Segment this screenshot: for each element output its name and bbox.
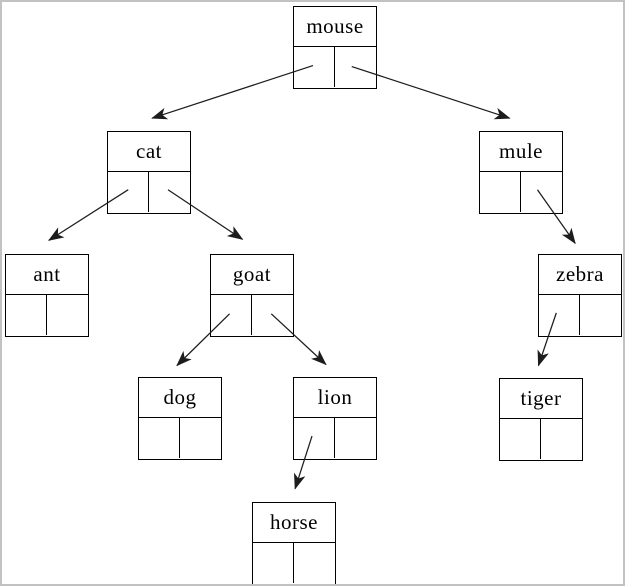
tree-node-lion: lion xyxy=(293,377,377,460)
left-pointer-cell xyxy=(294,418,335,458)
node-pointer-row xyxy=(294,418,376,458)
node-label: cat xyxy=(108,132,190,172)
node-pointer-row xyxy=(480,172,562,212)
left-pointer-cell xyxy=(539,295,580,335)
right-pointer-cell xyxy=(47,295,88,335)
tree-node-mouse: mouse xyxy=(293,6,377,89)
node-label: tiger xyxy=(500,379,582,419)
node-label: lion xyxy=(294,378,376,418)
node-label: goat xyxy=(211,255,293,295)
tree-node-ant: ant xyxy=(5,254,89,337)
node-pointer-row xyxy=(108,172,190,212)
right-pointer-cell xyxy=(180,418,221,458)
left-pointer-cell xyxy=(108,172,149,212)
node-label: ant xyxy=(6,255,88,295)
node-pointer-row xyxy=(500,419,582,459)
node-label: mouse xyxy=(294,7,376,47)
right-pointer-cell xyxy=(335,47,376,87)
right-pointer-cell xyxy=(335,418,376,458)
left-pointer-cell xyxy=(211,295,252,335)
node-pointer-row xyxy=(253,543,335,583)
tree-node-goat: goat xyxy=(210,254,294,337)
node-label: dog xyxy=(139,378,221,418)
left-pointer-cell xyxy=(500,419,541,459)
left-pointer-cell xyxy=(294,47,335,87)
edge-mouse-left-to-cat xyxy=(151,64,314,120)
node-pointer-row xyxy=(211,295,293,335)
left-pointer-cell xyxy=(6,295,47,335)
tree-node-horse: horse xyxy=(252,502,336,584)
tree-node-mule: mule xyxy=(479,131,563,214)
left-pointer-cell xyxy=(253,543,294,583)
tree-node-cat: cat xyxy=(107,131,191,214)
right-pointer-cell xyxy=(149,172,190,212)
node-label: zebra xyxy=(539,255,621,295)
right-pointer-cell xyxy=(294,543,335,583)
node-pointer-row xyxy=(139,418,221,458)
right-pointer-cell xyxy=(541,419,582,459)
node-label: horse xyxy=(253,503,335,543)
node-pointer-row xyxy=(539,295,621,335)
node-pointer-row xyxy=(294,47,376,87)
node-pointer-row xyxy=(6,295,88,335)
right-pointer-cell xyxy=(580,295,621,335)
tree-node-dog: dog xyxy=(138,377,222,460)
tree-node-tiger: tiger xyxy=(499,378,583,461)
left-pointer-cell xyxy=(480,172,521,212)
left-pointer-cell xyxy=(139,418,180,458)
right-pointer-cell xyxy=(252,295,293,335)
tree-node-zebra: zebra xyxy=(538,254,622,337)
node-label: mule xyxy=(480,132,562,172)
right-pointer-cell xyxy=(521,172,562,212)
